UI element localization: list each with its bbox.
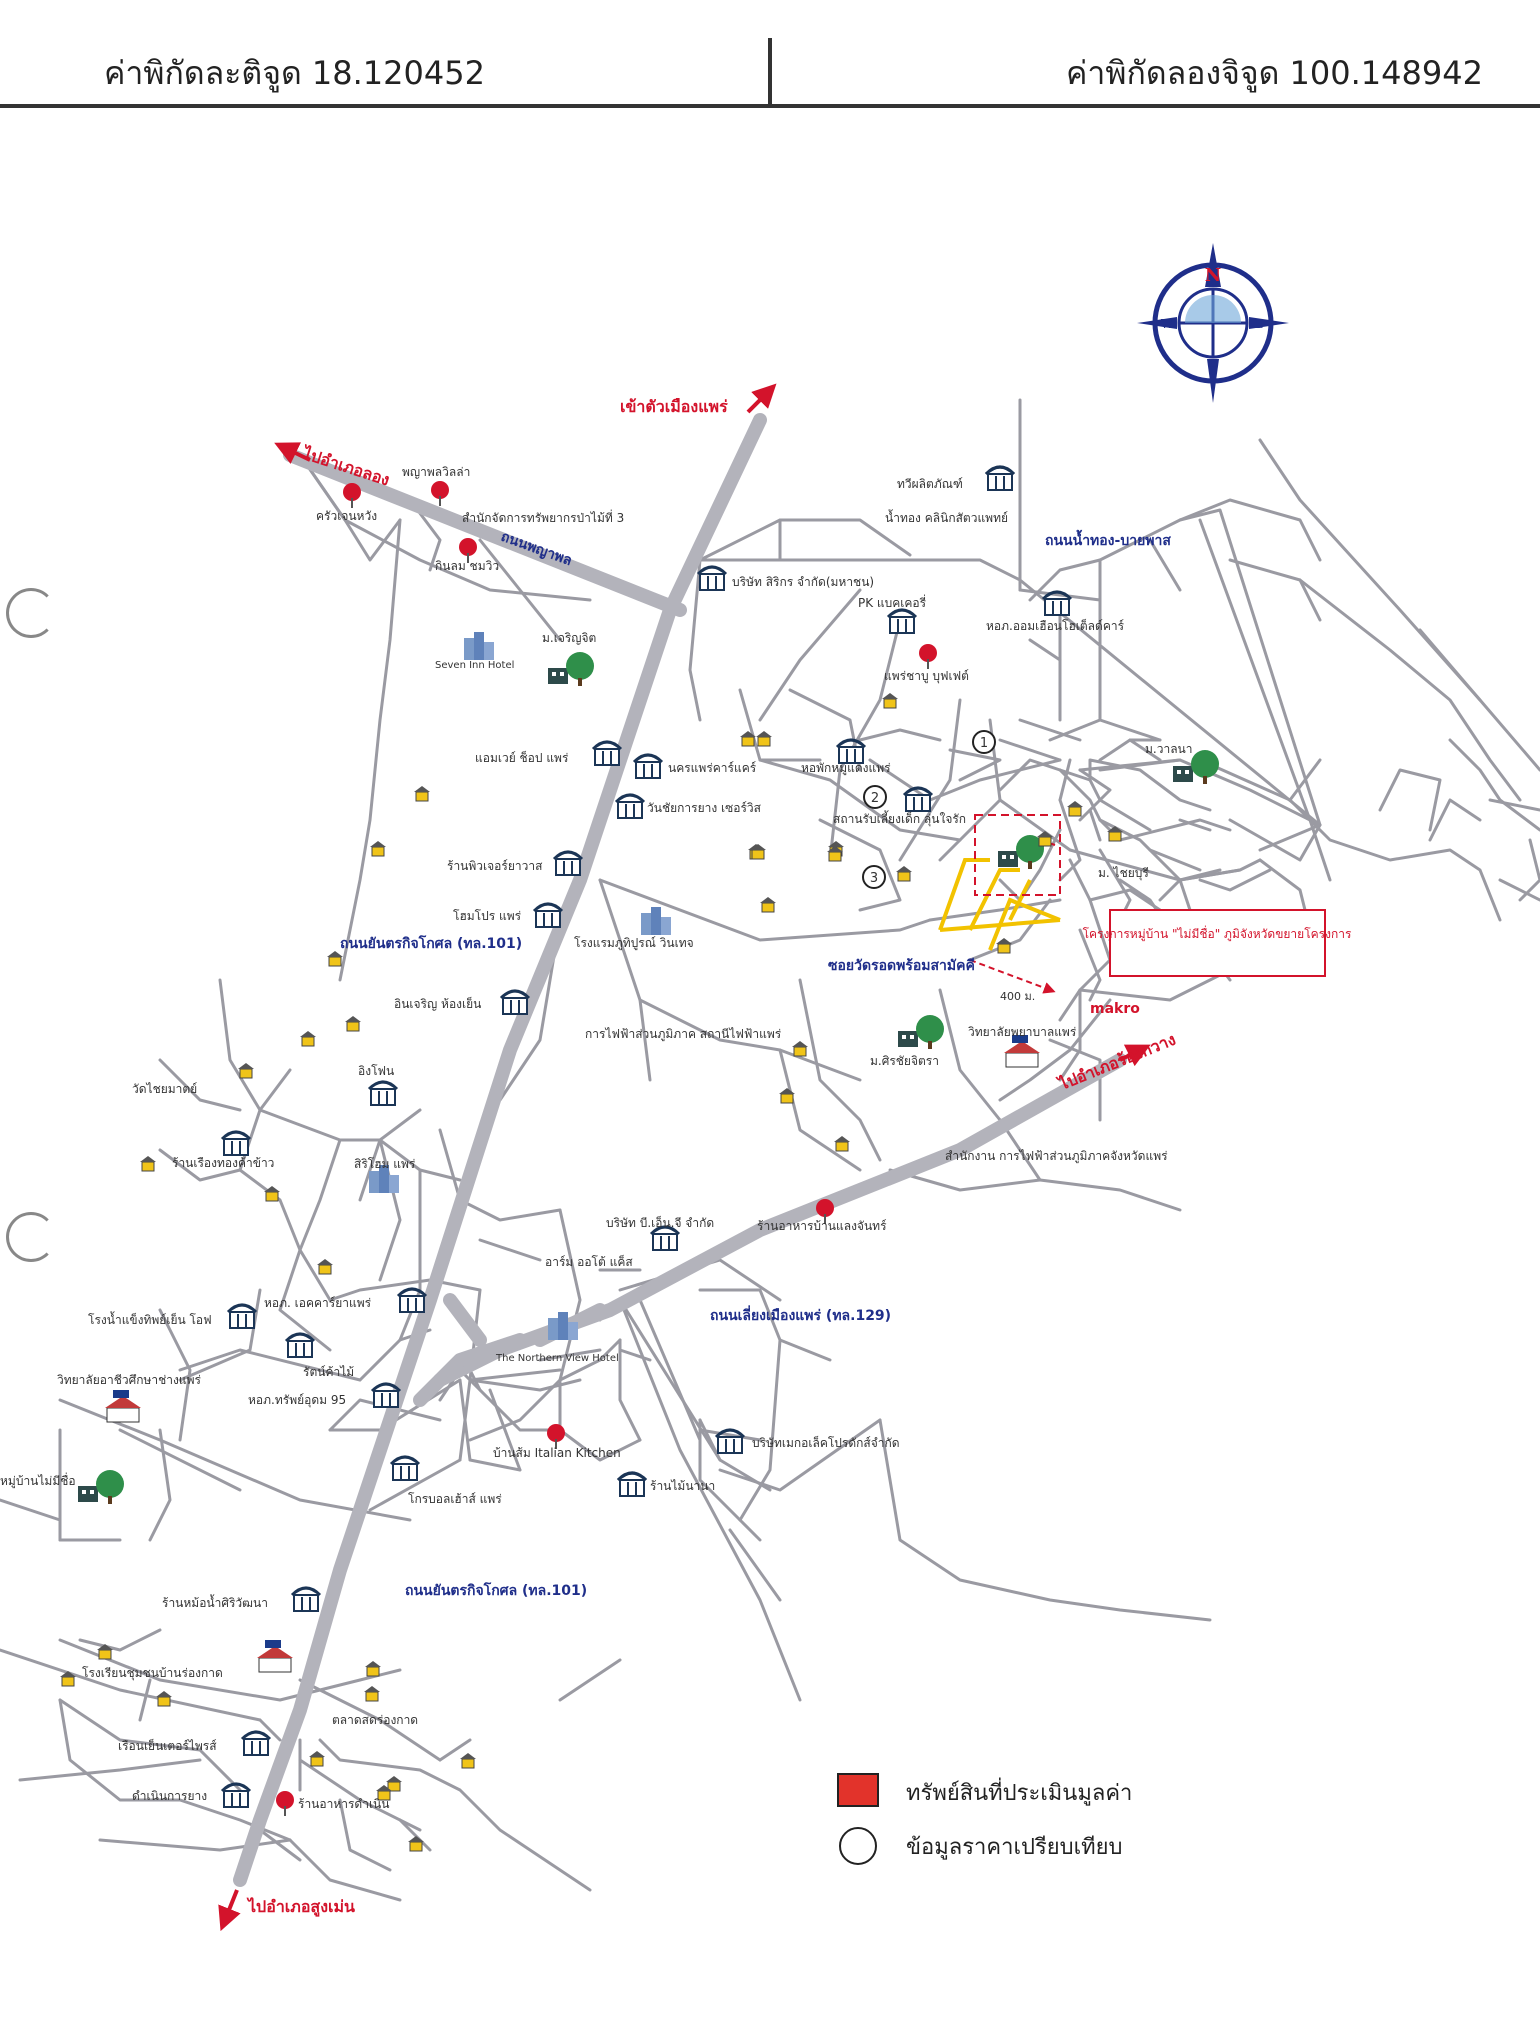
label-nursing-college: วิทยาลัยพยาบาลแพร่ — [968, 1025, 1077, 1039]
label-ban-rang: ร้านอาหารบ้านแลงจันทร์ — [757, 1219, 887, 1233]
makro-label: makro — [1090, 1001, 1140, 1017]
compass-e: E — [1255, 317, 1264, 331]
label-thawi: ทวีผลิตภัณฑ์ — [897, 477, 963, 491]
road-num-thong: ถนนน้ำทอง-บายพาส — [1045, 529, 1171, 549]
punch-hole-icon — [6, 1212, 56, 1262]
legend-subject-swatch-icon — [837, 1773, 879, 1807]
to-sung-men-label: ไปอำเภอสูงเม่น — [246, 1897, 355, 1918]
label-ban-som: บ้านส้ม Italian Kitchen — [493, 1446, 621, 1460]
place-labels: พญาพลวิลล่า ครัวเจนหวัง สำนักจัดการทรัพย… — [0, 465, 1193, 1811]
label-ban-mai: ร้านไม้นานา — [650, 1479, 715, 1493]
label-northern-view: The Northern View Hotel — [495, 1353, 619, 1364]
label-homepro: โฮมโปร แพร่ — [453, 909, 522, 923]
label-school: โรงเรียนชุมชนบ้านร่องกาด — [82, 1666, 223, 1681]
label-ig-phone: อิงโฟน — [358, 1064, 394, 1078]
label-mu-ban-maimi: หมู่บ้านไม่มีชื่อ — [0, 1472, 76, 1489]
label-m-walana: ม.วาลนา — [1145, 742, 1193, 756]
punch-hole-icon — [6, 588, 56, 638]
road-yantarakit-2: ถนนยันตรกิจโกศล (ทล.101) — [405, 1581, 587, 1599]
project-roads — [938, 858, 1061, 951]
label-voc-college: วิทยาลัยอาชีวศึกษาช่างแพร่ — [57, 1373, 202, 1387]
label-pea-sub: การไฟฟ้าส่วนภูมิภาค สถานีไฟฟ้าแพร่ — [585, 1027, 782, 1042]
minor-roads — [0, 398, 1540, 1902]
legend-comparable-swatch-icon — [839, 1827, 877, 1865]
subject-property-box[interactable] — [974, 814, 1061, 896]
marker-3: 3 — [870, 871, 878, 886]
legend-comparable-text: ข้อมูลราคาเปรียบเทียบ — [906, 1835, 1123, 1860]
label-bmn: บริษัท บี.เอ็น.จี จำกัด — [606, 1215, 714, 1230]
label-phrae-buffet: แพร่ชาบู บุฟเฟต์ — [884, 669, 969, 684]
legend: ทรัพย์สินที่ประเมินมูลค่า ข้อมูลราคาเปรี… — [837, 1773, 1132, 1865]
label-ran-ahan: ร้านอาหารดำเนิน — [298, 1797, 389, 1811]
label-forest-office: สำนักจัดการทรัพยากรป่าไม้ที่ 3 — [462, 509, 624, 525]
label-sirikorn: บริษัท สิริกร จำกัด(มหาชน) — [732, 575, 874, 589]
road-liang-muang: ถนนเลี่ยงเมืองแพร่ (ทล.129) — [710, 1305, 891, 1324]
label-ran-mo: ร้านหม้อน้ำศิริวัฒนา — [162, 1594, 268, 1610]
latitude-text: ค่าพิกัดละติจูด 18.120452 — [104, 54, 485, 92]
label-hor-sap: หอภ.ทรัพย์อุดม 95 — [248, 1393, 346, 1408]
compass-w: W — [1161, 317, 1174, 331]
label-rueang-thong: ร้านเรืองทองค้าข้าว — [172, 1156, 274, 1170]
label-nakorn: นครแพร่คาร์แคร์ — [668, 761, 757, 775]
label-pea-office: สำนักงาน การไฟฟ้าส่วนภูมิภาคจังหวัดแพร่ — [945, 1149, 1168, 1164]
label-rattana: รัตน์ค้าไม้ — [303, 1365, 354, 1379]
label-hor-oan: หอภ.ออมเฮือนโฮเต็ลด์คาร์ — [986, 618, 1125, 633]
label-arm-auto: อาร์ม ออโต้ แค็ส — [545, 1254, 633, 1269]
compass-n: N — [1205, 265, 1221, 286]
marker-2: 2 — [871, 791, 879, 806]
label-m-sirichai: ม.ศิรชัยจิตรา — [870, 1054, 939, 1068]
header-divider — [768, 38, 772, 104]
label-m-charoen: ม.เจริญจิต — [542, 631, 596, 645]
distance-400: 400 ม. — [1000, 990, 1035, 1003]
label-phiw: ร้านพิวเจอร์ยาวาส — [447, 859, 543, 873]
comparable-markers[interactable]: 1 2 3 — [862, 730, 996, 889]
road-yantarakit-1: ถนนยันตรกิจโกศล (ทล.101) — [340, 934, 522, 952]
label-ro-chin: โกรบอลเฮ้าส์ แพร่ — [408, 1492, 502, 1506]
label-phaya-villa: พญาพลวิลล่า — [402, 465, 470, 479]
label-ruen-en: เรือนเย็นเตอร์ไพรส์ — [118, 1738, 217, 1753]
header-bar: ค่าพิกัดละติจูด 18.120452 ค่าพิกัดลองจิจ… — [0, 0, 1540, 108]
label-wanchai: วันชัยการยาง เซอร์วิส — [647, 801, 762, 815]
to-city-label: เข้าตัวเมืองแพร่ — [620, 397, 728, 416]
legend-subject-text: ทรัพย์สินที่ประเมินมูลค่า — [906, 1777, 1132, 1806]
marker-1: 1 — [980, 736, 988, 751]
label-ice-factory: โรงน้ำแข็งทิพย์เย็น โอฟ — [88, 1311, 212, 1327]
road-soi-wat: ซอยวัดรอดพร้อมสามัคคี — [828, 958, 975, 974]
label-krua-nawang: ครัวเจนหวัง — [316, 509, 377, 523]
label-talad: ตลาดสดร่องกาด — [332, 1713, 418, 1727]
label-inchan: อินเจริญ ห้องเย็น — [394, 996, 481, 1011]
label-hor-ac: หอภ. เอคคาร์ยาแพร่ — [264, 1296, 372, 1310]
longitude-text: ค่าพิกัดลองจิจูด 100.148942 — [1066, 54, 1483, 92]
label-damnoen: ดำเนินการยาง — [132, 1789, 207, 1803]
label-pk-bakery: PK แบคเคอรี่ — [858, 594, 927, 610]
label-seven-inn: Seven Inn Hotel — [435, 660, 514, 671]
label-wat-chai: วัดไชยมาตย์ — [132, 1082, 197, 1096]
header-rule — [0, 104, 1540, 108]
label-rongram: โรงแรมภูทิปูรณ์ วินเทจ — [574, 936, 694, 951]
label-sisi: สิริโฮม แพร่ — [354, 1157, 416, 1171]
label-num-thong-clinic: น้ำทอง คลินิกสัตวแพทย์ — [885, 509, 1008, 525]
compass-icon: N S W E — [1137, 243, 1289, 403]
label-day-care: สถานรับเลี้ยงเด็ก ลุ่นใจรัก — [833, 810, 966, 827]
label-electric-co: บริษัทเมกอเล็คโปรดักส์จำกัด — [752, 1435, 900, 1450]
label-kin-lom: กินลม ชมวิว — [435, 559, 499, 573]
compass-s: S — [1209, 364, 1217, 378]
label-m-chaiburi: ม. ไชยบุรี — [1098, 866, 1149, 881]
label-hor-phin: หอพักหมูแดงแพร่ — [801, 761, 891, 776]
label-amway: แอมเวย์ ช็อป แพร่ — [475, 750, 569, 765]
project-label: โครงการหมู่บ้าน "ไม่มีชื่อ" ภูมิจังหวัดข… — [1083, 925, 1352, 942]
project-label-box — [1109, 909, 1326, 977]
